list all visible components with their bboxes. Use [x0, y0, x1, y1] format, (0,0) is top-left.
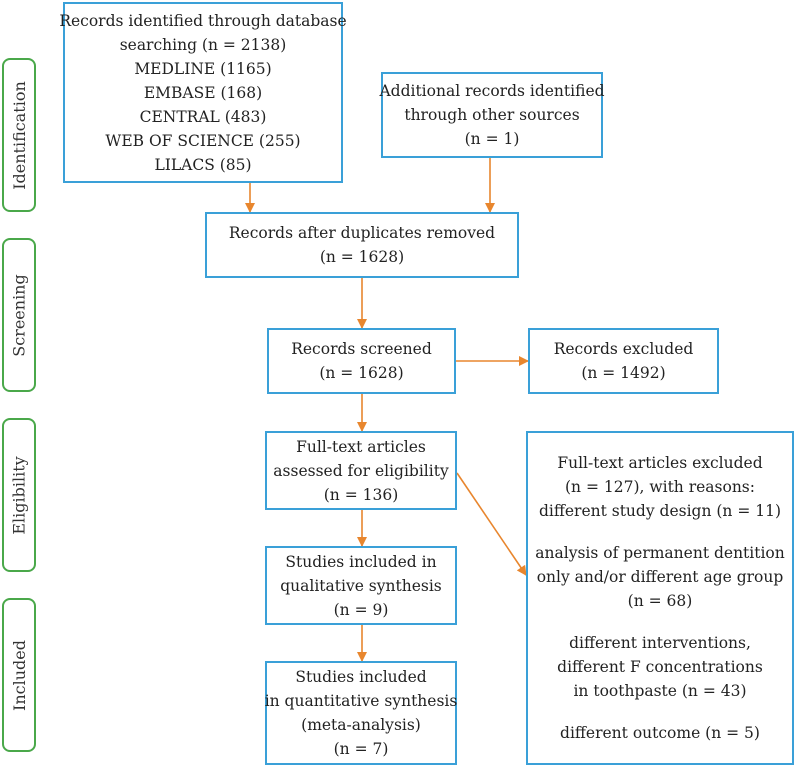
database-line-4: EMBASE (168) [143, 83, 263, 102]
database-line-7: LILACS (85) [154, 155, 252, 174]
stage-included: Included [2, 598, 36, 752]
screened-line-2: (n = 1628) [319, 364, 404, 382]
database-line-3: MEDLINE (1165) [134, 59, 272, 78]
duplicates-line-1: Records after duplicates removed [228, 224, 496, 242]
duplicates-line-2: (n = 1628) [319, 248, 405, 266]
stage-eligibility: Eligibility [2, 418, 36, 572]
stage-identification: Identification [2, 58, 36, 212]
excluded-line-1: Records excluded [553, 340, 694, 358]
box-records-screened: Records screened (n = 1628) [267, 328, 456, 394]
arrow-fulltext-to-excluded [456, 472, 527, 576]
ftx-g2-line-2: only and/or different age group [536, 568, 784, 586]
ftx-g3-line-2: different F concentrations [557, 658, 763, 676]
database-line-1: Records identified through database [59, 11, 347, 30]
ftx-g2-line-1: analysis of permanent dentition [535, 544, 785, 562]
ftx-g1-line-1: Full-text articles excluded [557, 454, 763, 472]
box-quantitative-synthesis: Studies included in quantitative synthes… [265, 661, 457, 765]
box-other-sources: Additional records identified through ot… [379, 72, 605, 158]
ftx-g2-line-3: (n = 68) [627, 592, 693, 610]
box-database-records: Records identified through database sear… [59, 2, 347, 183]
ftx-g3-line-3: in toothpaste (n = 43) [573, 682, 747, 700]
qualitative-line-1: Studies included in [285, 552, 437, 571]
excluded-line-2: (n = 1492) [581, 364, 666, 382]
ftx-g3-line-1: different interventions, [569, 634, 751, 652]
fulltext-line-3: (n = 136) [323, 485, 399, 504]
ftx-g1-line-3: different study design (n = 11) [538, 502, 782, 520]
box-qualitative-synthesis: Studies included in qualitative synthesi… [265, 546, 457, 625]
database-line-2: searching (n = 2138) [119, 35, 287, 54]
screened-line-1: Records screened [291, 340, 432, 358]
other-line-2: through other sources [404, 106, 580, 124]
qualitative-line-3: (n = 9) [333, 600, 389, 619]
box-duplicates-removed: Records after duplicates removed (n = 16… [205, 212, 519, 278]
ftx-g4-line-1: different outcome (n = 5) [560, 724, 760, 742]
qualitative-line-2: qualitative synthesis [280, 576, 442, 595]
box-fulltext-assessed: Full-text articles assessed for eligibil… [265, 431, 457, 510]
quantitative-line-4: (n = 7) [333, 740, 389, 758]
quantitative-line-1: Studies included [295, 668, 427, 686]
fulltext-line-1: Full-text articles [296, 437, 426, 456]
other-line-1: Additional records identified [379, 82, 605, 100]
quantitative-line-2: in quantitative synthesis [264, 692, 458, 710]
ftx-g1-line-2: (n = 127), with reasons: [565, 478, 755, 496]
fulltext-line-2: assessed for eligibility [273, 461, 449, 480]
box-fulltext-excluded: Full-text articles excluded (n = 127), w… [526, 431, 794, 765]
stage-screening: Screening [2, 238, 36, 392]
other-line-3: (n = 1) [464, 130, 520, 148]
database-line-5: CENTRAL (483) [139, 107, 267, 126]
box-records-excluded: Records excluded (n = 1492) [528, 328, 719, 394]
quantitative-line-3: (meta-analysis) [301, 716, 421, 734]
database-line-6: WEB OF SCIENCE (255) [105, 131, 301, 150]
